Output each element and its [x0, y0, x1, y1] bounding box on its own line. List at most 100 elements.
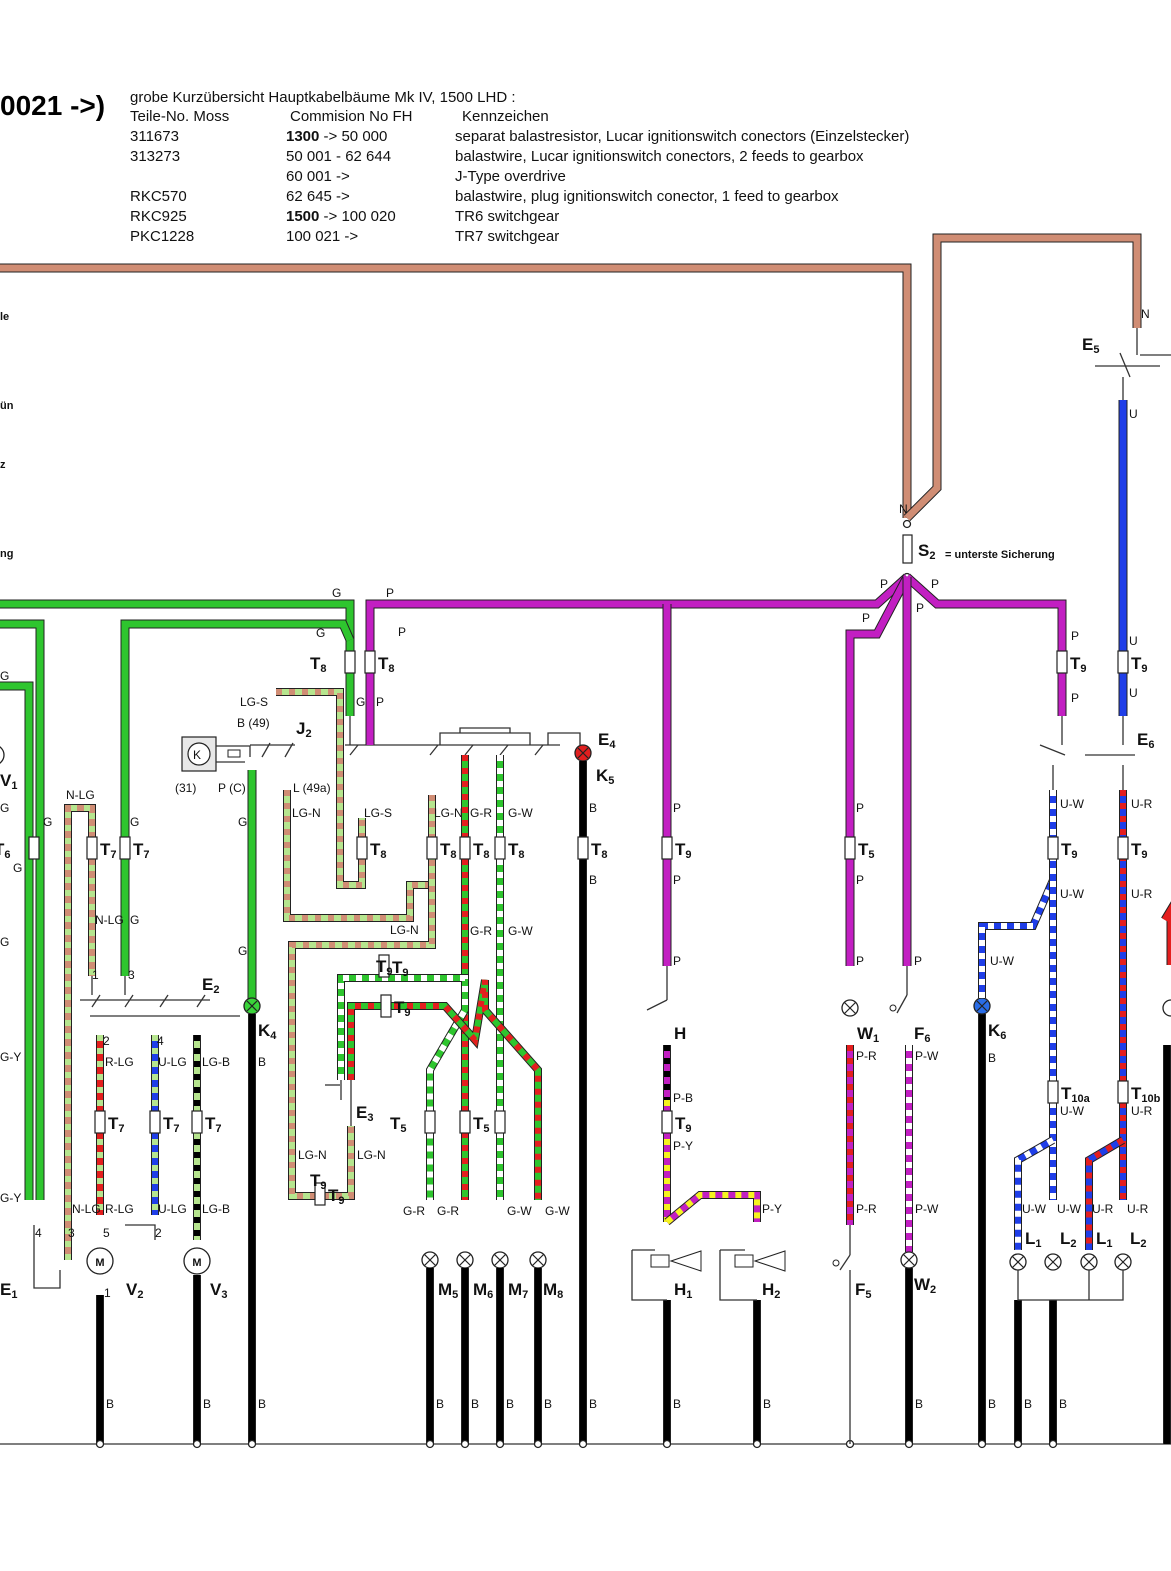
column-header-note: Kennzeichen — [462, 108, 549, 125]
brown-feed-left — [0, 263, 912, 518]
pin: 4 — [157, 1034, 164, 1048]
wire-core — [1161, 903, 1171, 965]
wire-label-b: B — [106, 1397, 114, 1411]
wire-label-gr: G-R — [437, 1204, 459, 1218]
wire-label-u2: U — [1129, 634, 1138, 648]
lamp-cross — [246, 1000, 258, 1012]
wire-label-b: B — [589, 873, 597, 887]
l1-label: L1 — [1025, 1229, 1042, 1250]
wire-label-uw: U-W — [1060, 797, 1085, 811]
connector-body — [380, 994, 392, 1018]
connector-t9-py: T9 — [675, 1114, 692, 1135]
wire-label-pw: P-W — [915, 1049, 939, 1063]
wire-core — [979, 878, 1056, 998]
lamp-cross — [494, 1254, 506, 1266]
wire-label-b: B — [436, 1397, 444, 1411]
wire-label-p: P — [880, 577, 888, 591]
l-earth-link — [1017, 1270, 1124, 1301]
m5-label: M5 — [438, 1280, 458, 1301]
terminal-dot — [904, 1439, 914, 1449]
wire-label-lgb: LG-B — [202, 1055, 230, 1069]
e2-contact — [159, 994, 169, 1008]
wire-label-b: B — [915, 1397, 923, 1411]
m7-label: M7 — [508, 1280, 528, 1301]
wire-core — [348, 979, 541, 1200]
wire-label-p: P — [673, 954, 681, 968]
connector-body — [191, 1110, 203, 1134]
pin: 3 — [68, 1226, 75, 1240]
wire-outline — [120, 619, 355, 976]
connector-t9-label: T9 — [376, 957, 393, 978]
f5-label: F5 — [855, 1280, 872, 1301]
wire-label-p: P — [931, 577, 939, 591]
legend-fragment: le — [0, 311, 9, 323]
table-cell-part: PKC1228 — [130, 228, 195, 245]
brown-feed-right — [903, 233, 1142, 522]
connector-body — [577, 836, 589, 860]
wire-label-g: G — [332, 586, 341, 600]
green-v1 — [0, 619, 45, 1200]
relay-31: (31) — [175, 781, 196, 795]
motor-v3 — [183, 1247, 211, 1275]
partial-red-wire — [1161, 901, 1171, 965]
pin: 2 — [103, 1034, 110, 1048]
lamp-cross — [976, 1000, 988, 1012]
connector-t10b: T10b — [1131, 1084, 1161, 1105]
connector-body — [378, 954, 390, 978]
wire-label-g: G — [43, 815, 52, 829]
switch-contact — [499, 744, 509, 756]
connector-t10a: T10a — [1061, 1084, 1091, 1105]
wire-stripe — [1086, 1137, 1125, 1250]
f6-switch-lever — [896, 994, 908, 1014]
wire-label-gr: G-R — [403, 1204, 425, 1218]
e2-contact — [124, 994, 134, 1008]
wire-label-b: B — [258, 1397, 266, 1411]
e6-lever — [1039, 744, 1066, 756]
wire-label-gw: G-W — [508, 806, 533, 820]
wire-label-p: P — [916, 601, 924, 615]
wire-core — [665, 1192, 760, 1225]
green-t7 — [120, 619, 355, 976]
legend-fragment: ng — [0, 548, 13, 560]
h-label: H — [674, 1024, 686, 1043]
wire-label-uw: U-W — [1057, 1202, 1082, 1216]
wire-core — [904, 234, 1141, 521]
table-cell-part: 311673 — [130, 128, 179, 145]
switch-contact — [349, 744, 359, 756]
wire-label-b: B — [258, 1055, 266, 1069]
table-cell-note: balastwire, plug ignitionswitch conector… — [455, 188, 839, 205]
wire-label-p: P — [673, 873, 681, 887]
connector-t7-ulg: T7 — [163, 1114, 180, 1135]
wire-label-p: P — [386, 586, 394, 600]
wire-label-ur: U-R — [1127, 1202, 1149, 1216]
wire-stripe — [979, 878, 1056, 998]
j2-label: J2 — [296, 719, 312, 740]
wire-core — [0, 620, 44, 1200]
legend-fragment: z — [0, 459, 6, 471]
pin-1: 1 — [92, 968, 99, 982]
e5-label: E5 — [1082, 335, 1099, 356]
connector-body — [86, 836, 98, 860]
terminal-dot — [752, 1439, 762, 1449]
wire-label-b: B — [506, 1397, 514, 1411]
wire-label-b: B — [1024, 1397, 1032, 1411]
wire-gw-e3 — [337, 974, 469, 1200]
wire-label-b: B — [471, 1397, 479, 1411]
wire-label-lgb: LG-B — [202, 1202, 230, 1216]
connector-t8-lgs: T8 — [370, 840, 387, 861]
wire-label-ur: U-R — [1131, 887, 1153, 901]
connector-body — [356, 836, 368, 860]
k5-label: K5 — [596, 766, 614, 787]
wire-label-b: B — [544, 1397, 552, 1411]
terminal-dot — [902, 519, 912, 529]
wire-label-nlg: N-LG — [95, 913, 124, 927]
f5-symbol — [832, 1259, 840, 1267]
wire-core — [121, 620, 354, 976]
wire-label-py: P-Y — [762, 1202, 782, 1216]
lamp-cross — [1047, 1256, 1059, 1268]
connector-t7-rlg: T7 — [108, 1114, 125, 1135]
lamp-cross — [1117, 1256, 1129, 1268]
v2-wire — [33, 1225, 61, 1289]
wire-label-p: P — [376, 695, 384, 709]
